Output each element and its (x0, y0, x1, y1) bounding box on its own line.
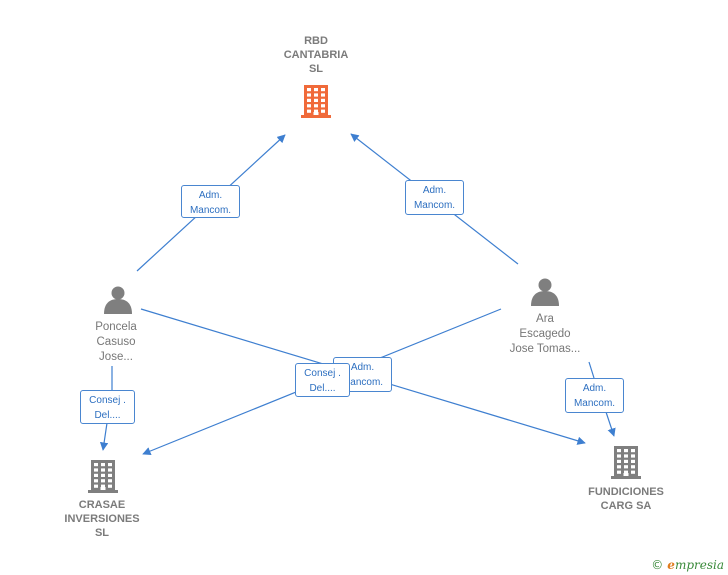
relation-label-poncela-crasae[interactable]: Consej . Del.... (80, 390, 135, 424)
node-label-line: Jose... (99, 351, 133, 363)
building-icon-crasae[interactable] (88, 460, 118, 493)
node-label-line: Casuso (96, 336, 136, 348)
relation-label-line: Adm. (198, 190, 223, 201)
person-icon-poncela[interactable] (104, 286, 132, 315)
node-label-line: Poncela (95, 321, 137, 333)
node-label-line: Ara (536, 313, 554, 325)
relation-label-line: Mancom. (573, 398, 616, 409)
building-icon-rbd[interactable] (301, 85, 331, 118)
relation-label-line: Mancom. (413, 200, 456, 211)
node-label-line: CARG SA (600, 500, 652, 512)
copyright-icon: © (651, 558, 664, 572)
relation-label-line: Adm. (582, 383, 607, 394)
relation-label-line: Del.... (94, 410, 121, 421)
node-label-line: CANTABRIA (283, 49, 349, 61)
relation-label-ara-fundiciones[interactable]: Adm. Mancom. (565, 378, 624, 413)
node-label-line: Escagedo (519, 328, 571, 340)
relation-label-line: Mancom. (189, 205, 232, 216)
relation-label-ara-crasae[interactable]: Consej . Del.... (295, 363, 350, 397)
node-label-line: Jose Tomas... (509, 343, 581, 355)
node-label-line: RBD (304, 35, 328, 47)
empresia-logo: ©empresia (651, 558, 724, 572)
relation-label-line: Mancom. (341, 377, 384, 388)
edge-poncela-crasae (103, 366, 113, 450)
relation-label-line: Consej . (89, 395, 126, 406)
node-label-line: SL (308, 63, 324, 75)
relation-label-poncela-rbd[interactable]: Adm. Mancom. (181, 185, 240, 218)
node-label-line: SL (94, 527, 110, 539)
building-icon-fundiciones[interactable] (611, 446, 641, 479)
relation-label-ara-rbd[interactable]: Adm. Mancom. (405, 180, 464, 215)
edge-ara-fundiciones (588, 361, 614, 436)
node-label-line: CRASAE (78, 499, 126, 511)
relation-label-line: Del.... (309, 383, 336, 394)
node-label-crasae[interactable]: CRASAE INVERSIONES SL (50, 498, 154, 540)
node-label-fundiciones[interactable]: FUNDICIONES CARG SA (568, 485, 684, 513)
relation-label-line: Adm. (350, 362, 375, 373)
node-label-line: INVERSIONES (64, 513, 140, 525)
node-label-rbd[interactable]: RBD CANTABRIA SL (262, 34, 370, 76)
relation-label-line: Adm. (422, 185, 447, 196)
person-icon-ara[interactable] (531, 278, 559, 307)
node-label-line: FUNDICIONES (588, 486, 664, 498)
relation-label-line: Consej . (304, 368, 341, 379)
